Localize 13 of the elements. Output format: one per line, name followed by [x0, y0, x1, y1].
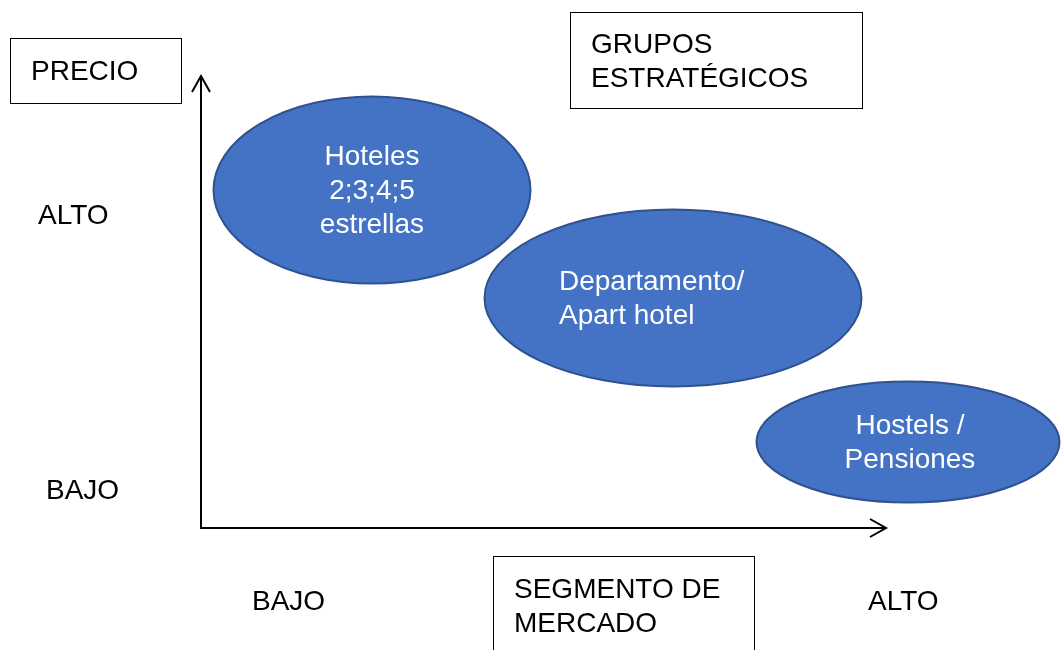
group-label: Departamento/ Apart hotel — [559, 264, 746, 332]
label-box — [10, 38, 182, 104]
axis-level-label: ALTO — [38, 198, 109, 232]
axis-level-label: BAJO — [252, 584, 326, 618]
box-label: PRECIO — [31, 54, 140, 88]
label-box — [570, 12, 863, 109]
box-label: SEGMENTO DE MERCADO — [514, 572, 722, 640]
group-label: Hoteles 2;3;4;5 estrellas — [318, 139, 426, 241]
axis-level-label: ALTO — [868, 584, 939, 618]
label-box — [493, 556, 755, 650]
box-label: GRUPOS ESTRATÉGICOS — [591, 26, 810, 95]
group-label: Hostels / Pensiones — [843, 408, 977, 476]
axis-level-label: BAJO — [46, 473, 120, 507]
